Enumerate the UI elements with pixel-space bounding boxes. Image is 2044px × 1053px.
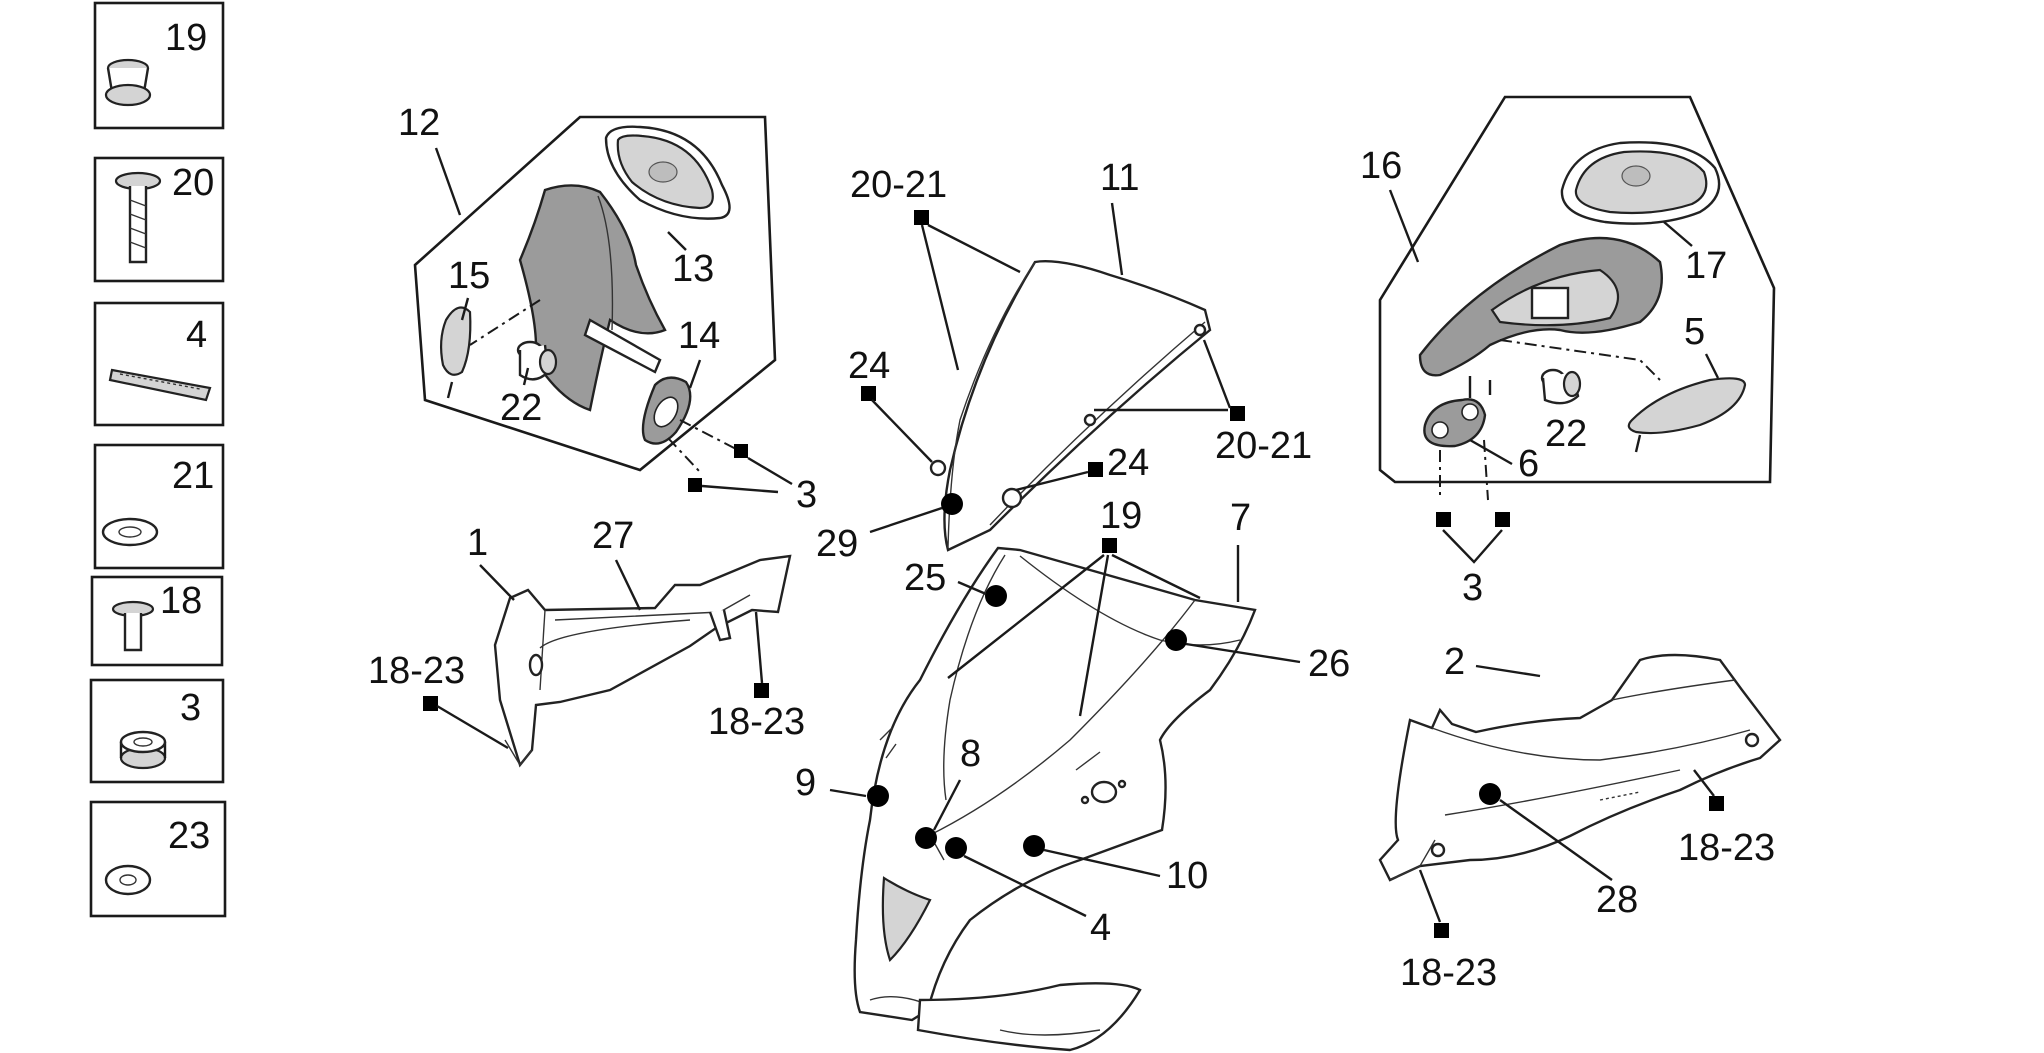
adhesive-strip-icon	[108, 368, 212, 402]
callout-18-23b: 18-23	[708, 701, 805, 743]
marker-dot	[1479, 783, 1501, 805]
callout-18-23d: 18-23	[1400, 952, 1497, 994]
legend-item-19: 19	[93, 1, 225, 130]
callout-14: 14	[678, 315, 720, 357]
callout-13: 13	[672, 248, 714, 290]
marker-dot	[941, 493, 963, 515]
marker-square	[1709, 796, 1724, 811]
marker-square	[734, 444, 748, 458]
marker-square	[914, 210, 929, 225]
callout-9: 9	[795, 762, 816, 804]
callout-28: 28	[1596, 879, 1638, 921]
callout-19: 19	[1100, 495, 1142, 537]
plug-cap-icon	[104, 58, 152, 107]
right-mirror-housing	[1418, 236, 1663, 398]
marker-square	[1088, 462, 1103, 477]
marker-dot	[1165, 629, 1187, 651]
legend-label-18: 18	[160, 580, 202, 622]
legend-label-23: 23	[168, 815, 210, 857]
legend-item-4: 4	[93, 301, 225, 427]
legend-item-3: 3	[89, 678, 225, 784]
left-mount-line-a	[469, 299, 541, 346]
callout-25: 25	[904, 557, 946, 599]
right-turn-signal-lens	[1627, 377, 1747, 453]
callout-10: 10	[1166, 855, 1208, 897]
callout-26: 26	[1308, 643, 1350, 685]
callout-24a: 24	[848, 345, 890, 387]
rivet-icon	[111, 600, 155, 652]
washer-icon	[101, 517, 159, 547]
callout-22a: 22	[500, 387, 542, 429]
callout-11: 11	[1100, 157, 1139, 199]
screw-icon	[114, 171, 162, 264]
callout-29: 29	[816, 523, 858, 565]
marker-square	[1436, 512, 1451, 527]
legend-item-18: 18	[90, 575, 224, 667]
callout-18-23a: 18-23	[368, 650, 465, 692]
front-fairing	[853, 546, 1257, 1052]
marker-dot	[945, 837, 967, 859]
spacer-washer-icon	[104, 864, 152, 896]
callout-6: 6	[1518, 443, 1539, 485]
callout-17: 17	[1685, 245, 1727, 287]
callout-2: 2	[1444, 641, 1465, 683]
marker-square	[754, 683, 769, 698]
legend-item-21: 21	[93, 443, 225, 570]
right-bulb-socket	[1540, 368, 1582, 405]
callout-20-21b: 20-21	[1215, 425, 1312, 467]
windscreen	[929, 260, 1212, 552]
callout-3b: 3	[1462, 567, 1483, 609]
callout-4: 4	[1090, 907, 1111, 949]
left-mirror-housing	[518, 184, 667, 412]
marker-square	[1102, 538, 1117, 553]
callout-5: 5	[1684, 311, 1705, 353]
legend-label-3: 3	[180, 687, 201, 729]
legend-label-20: 20	[172, 162, 214, 204]
marker-dot	[915, 827, 937, 849]
callout-18-23c: 18-23	[1678, 827, 1775, 869]
callout-22b: 22	[1545, 413, 1587, 455]
left-mirror-gasket	[641, 376, 692, 445]
legend: 19 20 4	[89, 1, 227, 918]
callout-27: 27	[592, 515, 634, 557]
marker-dot	[1023, 835, 1045, 857]
callout-8: 8	[960, 733, 981, 775]
inner-panel	[493, 554, 792, 768]
right-mirror-gasket	[1423, 398, 1487, 448]
legend-item-23: 23	[89, 800, 227, 918]
callout-15: 15	[448, 255, 490, 297]
marker-square	[688, 478, 702, 492]
legend-label-4: 4	[186, 314, 207, 356]
nut-icon	[119, 730, 167, 770]
left-mirror-assembly	[413, 115, 777, 473]
callout-3a: 3	[796, 474, 817, 516]
right-mirror-assembly	[1378, 95, 1776, 501]
marker-square	[861, 386, 876, 401]
callout-12: 12	[398, 102, 440, 144]
left-mount-line-c	[667, 437, 701, 473]
side-fairing	[1378, 653, 1782, 882]
marker-square	[423, 696, 438, 711]
callout-24b: 24	[1107, 442, 1149, 484]
right-mirror-group-outline	[1378, 95, 1776, 484]
legend-label-21: 21	[172, 455, 214, 497]
marker-dot	[985, 585, 1007, 607]
left-mirror-glass	[604, 125, 731, 220]
marker-dot	[867, 785, 889, 807]
right-mirror-glass	[1560, 141, 1721, 225]
marker-square	[1230, 406, 1245, 421]
left-mirror-group-outline	[413, 115, 777, 472]
left-mount-line-b	[679, 419, 739, 451]
callout-1: 1	[467, 522, 488, 564]
callout-7: 7	[1230, 497, 1251, 539]
legend-label-19: 19	[165, 17, 207, 59]
callout-16: 16	[1360, 145, 1402, 187]
marker-square	[1495, 512, 1510, 527]
left-turn-signal-lens	[439, 306, 472, 399]
callout-20-21a: 20-21	[850, 164, 947, 206]
legend-item-20: 20	[93, 156, 225, 283]
marker-square	[1434, 923, 1449, 938]
